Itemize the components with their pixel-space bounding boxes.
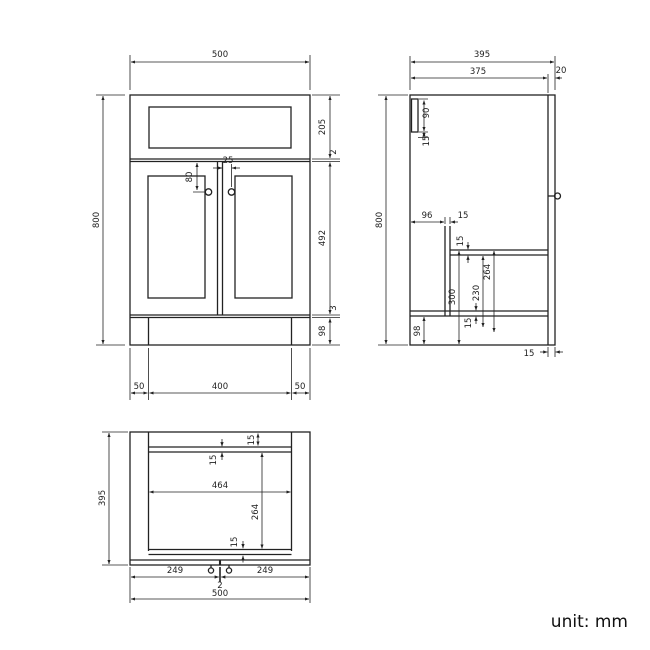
dim-front-overall-width: 500	[212, 50, 228, 60]
dim-plan-front-rail-thickness: 15	[230, 537, 240, 548]
dim-side-under-shelf-clearance: 230	[472, 285, 482, 301]
dim-plan-door-gap: 2	[217, 581, 222, 591]
dim-side-back-rail-gap: 15	[422, 136, 432, 147]
front-left-knob	[204, 188, 213, 196]
side-back-rail	[410, 98, 419, 133]
dim-plan-right-door-width: 249	[257, 566, 273, 576]
dim-side-door-thickness: 20	[556, 66, 567, 76]
dim-side-shelf-thickness: 15	[456, 236, 466, 247]
dim-side-plinth-height: 98	[413, 326, 423, 337]
plan-right-knob	[225, 567, 233, 574]
side-knob	[553, 192, 562, 200]
dim-front-plinth-inset-left: 50	[134, 382, 145, 392]
plan-internal-structure-lines	[130, 432, 310, 568]
dim-side-base-front-gap: 15	[524, 349, 535, 359]
side-extension-lines	[378, 56, 556, 357]
unit-label: unit: mm	[550, 612, 628, 632]
front-left-door-panel	[147, 175, 206, 299]
front-right-door-panel	[234, 175, 293, 299]
dim-plan-left-door-width: 249	[167, 566, 183, 576]
dim-side-shelf-to-base: 264	[483, 264, 493, 280]
dim-side-carcass-depth: 375	[470, 67, 486, 77]
dim-side-partition-thickness: 15	[458, 211, 469, 221]
dim-plan-internal-width: 464	[212, 481, 228, 491]
dim-front-plinth-width: 400	[212, 382, 228, 392]
dim-front-overall-height: 800	[92, 212, 102, 228]
dim-side-front-clearance: 96	[422, 211, 433, 221]
side-view: 395 375 20 800 90 15 96 15 15 264 230 30…	[375, 50, 566, 359]
dim-plan-back-inset: 15	[247, 435, 257, 446]
dim-side-overall-depth: 395	[474, 50, 490, 60]
dim-plan-overall-depth: 395	[98, 490, 108, 506]
side-internal-structure-lines	[410, 226, 548, 317]
front-panel-division-lines	[130, 158, 310, 345]
dim-front-plinth-inset-right: 50	[295, 382, 306, 392]
plan-view: 395 15 15 464 264 15 249 249 2 500	[98, 431, 311, 603]
dim-front-handle-top-offset: 80	[185, 172, 195, 183]
front-extension-lines	[96, 55, 340, 400]
dim-side-overall-height: 800	[375, 212, 385, 228]
front-right-knob	[227, 188, 236, 196]
dim-plan-overall-width: 500	[212, 589, 228, 599]
front-view: 500 800 205 2 492 3 98 80 25 50 400 50	[92, 50, 340, 400]
dim-side-shelf-height: 300	[448, 289, 458, 305]
front-drawer-panel	[148, 106, 292, 149]
side-cabinet-outline	[409, 94, 556, 346]
dim-side-back-rail-height: 90	[422, 108, 432, 119]
dim-plan-internal-depth: 264	[251, 504, 261, 520]
dim-side-base-thickness: 15	[464, 318, 474, 329]
plan-extension-lines	[102, 431, 311, 603]
front-cabinet-outline	[129, 94, 311, 346]
plan-left-knob	[207, 567, 215, 574]
dim-front-drawer-height: 205	[318, 119, 328, 135]
dim-front-plinth-height: 98	[318, 326, 328, 337]
dim-front-door-height: 492	[318, 230, 328, 246]
dim-front-bottom-gap: 3	[329, 305, 339, 310]
dim-plan-back-panel-thickness: 15	[209, 455, 219, 466]
dim-front-handle-side-offset: 25	[223, 156, 234, 166]
dim-front-top-gap: 2	[329, 149, 339, 154]
